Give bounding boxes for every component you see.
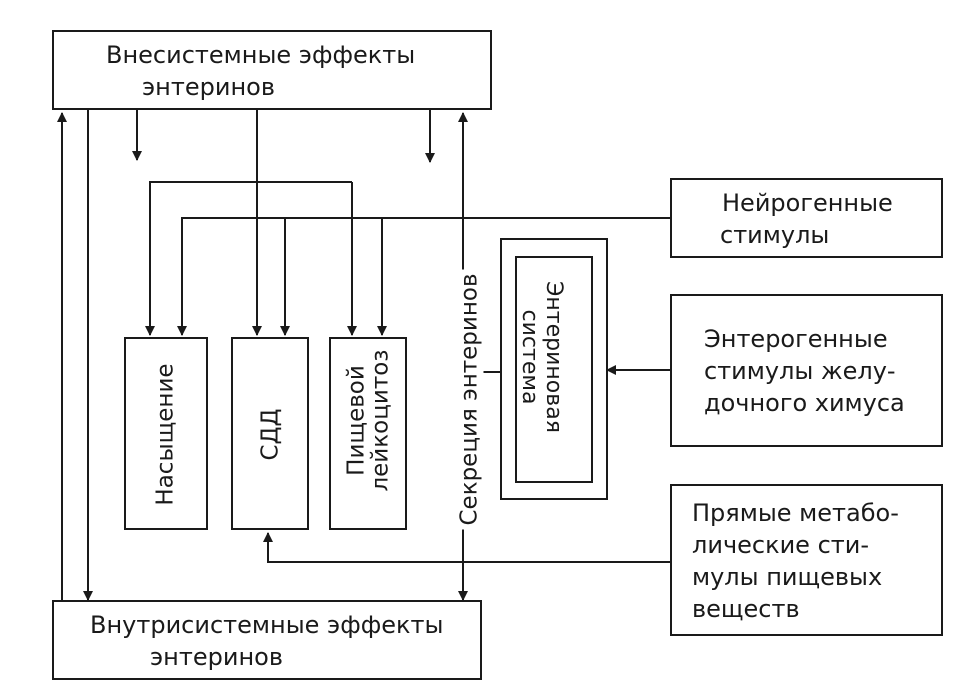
enterogenic-line-2: стимулы желу-: [704, 357, 896, 385]
metabolic-stimuli-box: Прямые метабо- лические сти- мулы пищевы…: [670, 484, 943, 636]
neurogenic-line-2: стимулы: [720, 221, 830, 249]
enterogenic-line-1: Энтерогенные: [704, 325, 888, 353]
metabolic-line-4: веществ: [692, 595, 800, 623]
sdd-box: СДД: [231, 337, 309, 530]
satiation-label: Насыщение: [152, 363, 179, 506]
intra-systemic-line-1: Внутрисистемные эффекты: [90, 611, 444, 639]
intra-systemic-effects-box: Внутрисистемные эффекты энтеринов: [52, 600, 482, 680]
arrow-metabolic-to-sdd: [263, 532, 670, 563]
food-leukocytosis-box: Пищевой лейкоцитоз: [329, 337, 407, 530]
enterin-system-box: Энтериновая система: [515, 256, 593, 483]
extra-systemic-line-2: энтеринов: [142, 73, 275, 101]
sdd-label: СДД: [257, 408, 284, 461]
arrow-neuro-to-satiation: [177, 217, 670, 336]
leukocytosis-line-2: лейкоцитоз: [367, 349, 394, 492]
satiation-box: Насыщение: [124, 337, 208, 530]
enterin-system-line-1: Энтериновая: [541, 281, 566, 433]
metabolic-line-2: лические сти-: [692, 531, 869, 559]
enterogenic-line-3: дочного химуса: [704, 389, 905, 417]
intra-systemic-line-2: энтеринов: [150, 643, 283, 671]
extra-systemic-effects-box: Внесистемные эффекты энтеринов: [52, 30, 492, 110]
enterin-system-line-2: система: [517, 309, 542, 405]
metabolic-line-3: мулы пищевых: [692, 563, 883, 591]
secretion-label: Секреция энтеринов: [456, 269, 484, 530]
leukocytosis-line-1: Пищевой: [343, 365, 370, 476]
neurogenic-stimuli-box: Нейрогенные стимулы: [670, 178, 943, 258]
extra-systemic-line-1: Внесистемные эффекты: [106, 41, 416, 69]
metabolic-line-1: Прямые метабо-: [692, 499, 899, 527]
enterin-system-outer-frame: Энтериновая система: [500, 238, 608, 500]
arrow-bracket-to-satiation: [145, 181, 352, 336]
neurogenic-line-1: Нейрогенные: [722, 189, 893, 217]
enterogenic-stimuli-box: Энтерогенные стимулы желу- дочного химус…: [670, 294, 943, 447]
